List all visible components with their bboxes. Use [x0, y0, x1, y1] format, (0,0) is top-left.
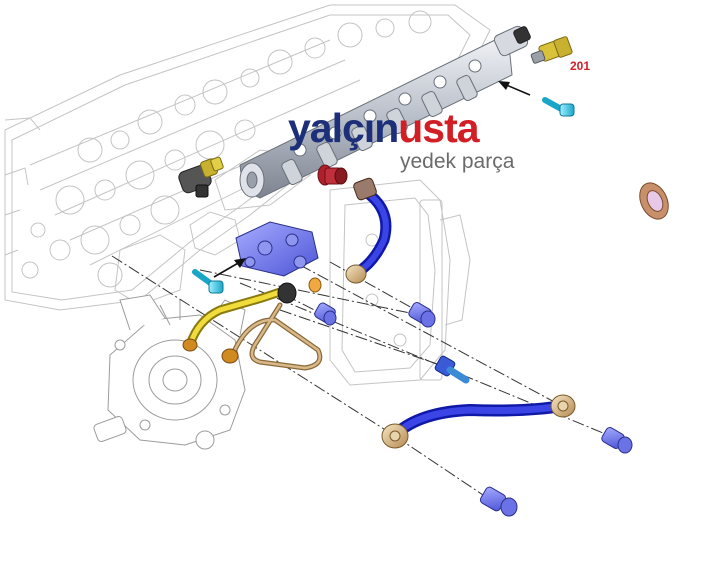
part-callout-201: 201: [570, 59, 591, 73]
banjo-bolt-1: [314, 302, 337, 326]
front-cover-outline: [329, 179, 471, 386]
brand-logo: yalçınusta yedek parça: [288, 104, 514, 184]
leak-off-pipe: [221, 302, 323, 371]
brand-tagline: yedek parça: [400, 150, 515, 173]
sealing-washer: [639, 182, 669, 220]
feed-pipe: [345, 177, 392, 284]
blue-connector: [434, 355, 470, 384]
pressure-limit-valve: [317, 164, 348, 186]
banjo-bolt-2: [408, 302, 436, 328]
return-pipe: [182, 282, 297, 352]
banjo-bolt-4: [479, 486, 518, 517]
pointer-arrow-valve: [213, 258, 246, 278]
pointer-arrow-rail: [498, 81, 531, 96]
banjo-bolt-3: [601, 427, 633, 454]
rail-sensor: [178, 156, 224, 198]
fuel-rail: [239, 25, 531, 199]
rail-mounting-bolt: [542, 97, 575, 117]
valve-block: [235, 221, 319, 277]
high-pressure-pipe: [381, 394, 576, 449]
fuel-pump: [93, 294, 246, 450]
pressure-sensor: [530, 36, 573, 64]
brand-name-part1: yalçın: [288, 105, 399, 151]
engine-block-outline: [4, 4, 491, 311]
brand-name: yalçınusta: [288, 104, 480, 152]
brand-name-part2: usta: [398, 105, 479, 151]
banjo-bolts: [314, 302, 633, 517]
small-orange-fitting: [308, 277, 322, 293]
valve-block-bolt: [192, 269, 224, 294]
